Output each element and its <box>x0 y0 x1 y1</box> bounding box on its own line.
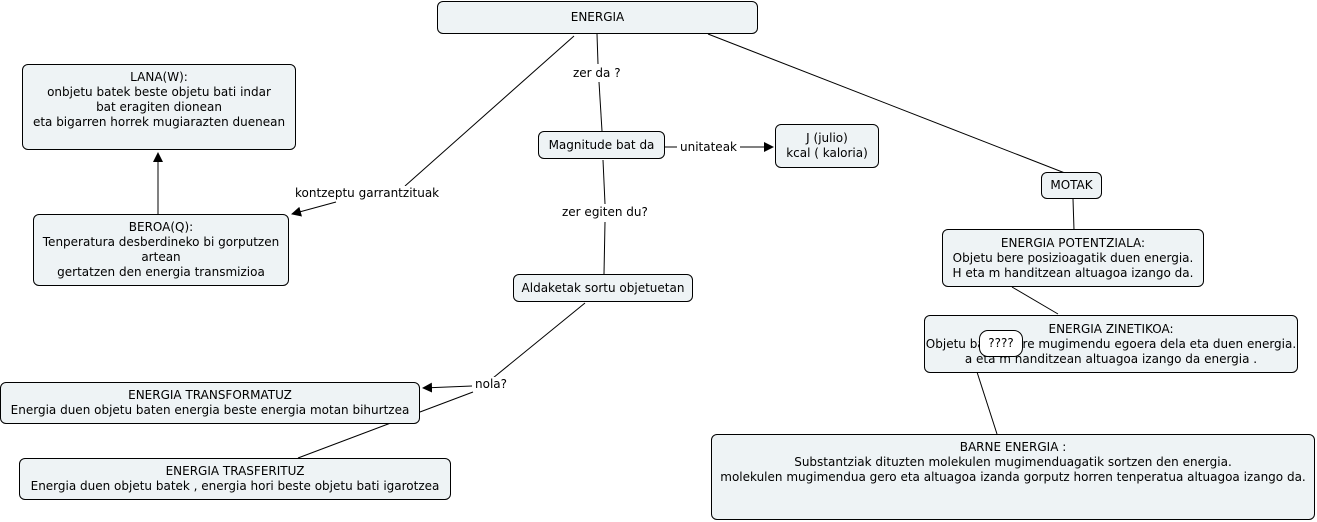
node-trasferituz[interactable]: ENERGIA TRASFERITUZ Energia duen objetu … <box>19 458 451 500</box>
link-label-zer-da: zer da ? <box>572 66 622 81</box>
node-lana-line-1: LANA(W): <box>130 70 188 84</box>
node-julio[interactable]: J (julio) kcal ( kaloria) <box>775 124 879 168</box>
node-transformatuz[interactable]: ENERGIA TRANSFORMATUZ Energia duen objet… <box>0 382 420 424</box>
node-potentziala-line-3: H eta m handitzean altuagoa izango da. <box>952 266 1194 280</box>
link-label-kontzeptu-garrantzituak: kontzeptu garrantzituak <box>294 186 441 201</box>
node-beroa-line-1: BEROA(Q): <box>128 220 194 234</box>
link-energia-motak <box>707 33 1071 176</box>
link-nola-transformatuz <box>422 382 473 393</box>
node-transformatuz-line-1: ENERGIA TRANSFORMATUZ <box>128 388 292 402</box>
node-barne[interactable]: BARNE ENERGIA : Substantziak dituzten mo… <box>711 434 1315 520</box>
node-energia[interactable]: ENERGIA <box>437 1 758 34</box>
tooltip-popup: ???? <box>979 330 1023 357</box>
node-zinetikoa-line-1: ENERGIA ZINETIKOA: <box>1048 322 1174 336</box>
node-lana[interactable]: LANA(W): onbjetu batek beste objetu bati… <box>22 64 296 150</box>
node-magnitude[interactable]: Magnitude bat da <box>538 131 665 159</box>
node-barne-line-2: Substantziak dituzten molekulen mugimend… <box>794 455 1232 469</box>
node-julio-line-2: kcal ( kaloria) <box>786 146 868 160</box>
node-potentziala-line-1: ENERGIA POTENTZIALA: <box>1000 236 1146 250</box>
link-label-zer-egiten-du: zer egiten du? <box>561 205 649 220</box>
node-potentziala-line-2: Objetu bere posizioagatik duen energia. <box>952 251 1194 265</box>
tooltip-popup-text: ???? <box>988 336 1014 350</box>
node-barne-line-3: molekulen mugimendua gero eta altuagoa i… <box>720 470 1306 484</box>
node-motak[interactable]: MOTAK <box>1041 172 1102 199</box>
link-label-unitateak: unitateak <box>679 140 738 155</box>
link-motak-potentziala <box>1072 198 1075 231</box>
link-energia-zerda <box>596 33 599 65</box>
link-zinetikoa-barne <box>976 371 998 435</box>
node-energia-title: ENERGIA <box>570 10 625 24</box>
node-magnitude-title: Magnitude bat da <box>548 138 655 152</box>
node-beroa-line-2: Tenperatura desberdineko bi gorputzen <box>42 235 280 249</box>
link-zerda-magnitude <box>598 81 603 132</box>
node-transformatuz-line-2: Energia duen objetu baten energia beste … <box>10 403 410 417</box>
link-zeregiten-aldaketak <box>603 221 606 275</box>
node-beroa-line-3: artean <box>141 250 181 264</box>
link-kontzeptu-beroa <box>291 201 337 217</box>
node-trasferituz-line-2: Energia duen objetu batek , energia hori… <box>30 479 440 493</box>
node-motak-title: MOTAK <box>1050 178 1093 192</box>
link-nola-trasferituz <box>297 391 474 459</box>
node-lana-line-2: onbjetu batek beste objetu bati indar <box>47 85 271 99</box>
node-lana-line-4: eta bigarren horrek mugiarazten duenean <box>32 115 286 129</box>
link-energia-kontzeptu <box>404 35 575 187</box>
node-beroa-line-4: gertatzen den energia transmizioa <box>57 265 265 279</box>
link-potentziala-zinetikoa <box>1011 286 1059 315</box>
link-aldaketak-nola <box>492 302 586 379</box>
link-magnitude-zeregiten <box>602 159 606 205</box>
node-beroa[interactable]: BEROA(Q): Tenperatura desberdineko bi go… <box>33 214 289 286</box>
node-trasferituz-line-1: ENERGIA TRASFERITUZ <box>165 464 305 478</box>
node-aldaketak-title: Aldaketak sortu objetuetan <box>521 281 685 295</box>
node-barne-line-1: BARNE ENERGIA : <box>959 440 1067 454</box>
node-aldaketak[interactable]: Aldaketak sortu objetuetan <box>513 274 693 302</box>
node-julio-line-1: J (julio) <box>806 131 848 145</box>
node-potentziala[interactable]: ENERGIA POTENTZIALA: Objetu bere posizio… <box>942 229 1204 287</box>
link-label-nola: nola? <box>474 377 509 392</box>
node-lana-line-3: bat eragiten dionean <box>96 100 222 114</box>
node-zinetikoa-line-3: a eta m handitzean altuagoa izango da en… <box>964 352 1258 366</box>
